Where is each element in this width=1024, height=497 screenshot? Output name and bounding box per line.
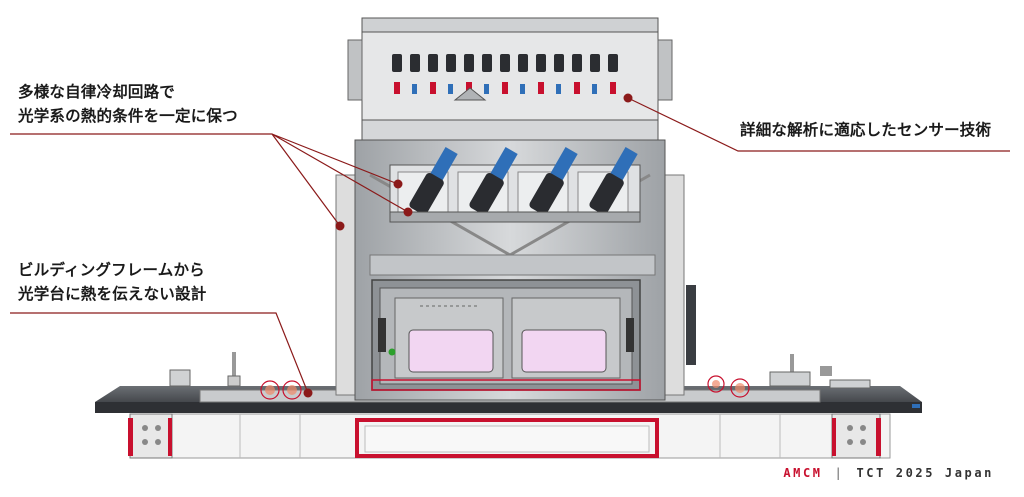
callout-cooling-line1: 多様な自律冷却回路で <box>18 83 176 101</box>
callout-frame-line1: ビルディングフレームから <box>18 261 205 279</box>
nozzle-assemblies <box>409 147 638 215</box>
marker-cooling-scanner <box>393 179 403 189</box>
footer-event: TCT 2025 Japan <box>856 466 994 480</box>
callout-sensor: 詳細な解析に適応したセンサー技術 <box>740 118 991 142</box>
leader-cooling <box>10 133 409 227</box>
footer-credit: AMCM | TCT 2025 Japan <box>783 466 994 480</box>
leader-lines <box>10 97 1010 394</box>
callout-cooling: 多様な自律冷却回路で 光学系の熱的条件を一定に保つ <box>18 80 238 128</box>
callout-sensor-line1: 詳細な解析に適応したセンサー技術 <box>740 121 992 139</box>
callout-cooling-line2: 光学系の熱的条件を一定に保つ <box>18 107 238 125</box>
sensor-head <box>347 17 673 141</box>
leader-markers <box>303 93 633 398</box>
scanner-block <box>389 147 641 223</box>
marker-cooling-frame <box>335 221 345 231</box>
cooling-manifold <box>392 54 618 72</box>
marker-sensor <box>623 93 633 103</box>
footer-brand: AMCM <box>783 466 823 480</box>
build-chamber <box>371 279 641 391</box>
footer-separator: | <box>834 466 845 480</box>
leader-frame <box>10 312 309 394</box>
callout-frame: ビルディングフレームから 光学台に熱を伝えない設計 <box>18 258 206 306</box>
leader-sensor <box>627 97 1010 152</box>
marker-cooling-nozzle <box>403 207 413 217</box>
machine-base <box>128 413 891 459</box>
callout-frame-line2: 光学台に熱を伝えない設計 <box>18 285 207 303</box>
marker-frame <box>303 388 313 398</box>
